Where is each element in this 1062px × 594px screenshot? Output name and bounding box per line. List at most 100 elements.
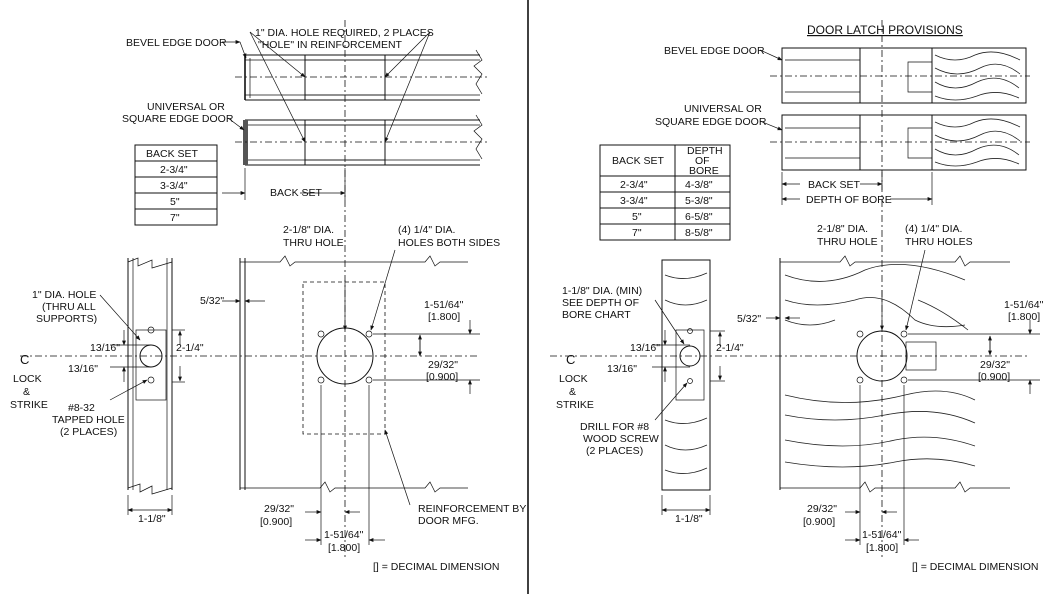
- label-universal-2: SQUARE EDGE DOOR: [122, 113, 234, 125]
- dim-5-32: 5/32": [200, 295, 224, 307]
- label-drill-1: DRILL FOR #8: [580, 421, 649, 433]
- dim-bottom-1-51-64: 1-51/64": [324, 529, 364, 541]
- label-universal-1: UNIVERSAL OR: [147, 101, 225, 113]
- decimal-note-left: [] = DECIMAL DIMENSION: [373, 561, 500, 573]
- dim-r-2-1-4: 2-1/4": [716, 342, 744, 354]
- label-back-set: BACK SET: [270, 187, 323, 199]
- right-panel: [550, 20, 1040, 560]
- wood-edge-elevation: [661, 259, 711, 491]
- bevel-door-section: [235, 49, 490, 101]
- universal-door-section: [235, 114, 490, 166]
- label-reinforcement-2: DOOR MFG.: [418, 515, 479, 527]
- door-face-elevation: [20, 255, 480, 493]
- universal-wood-section: [770, 114, 1030, 171]
- label-one-dia-2: (THRU ALL: [42, 301, 96, 313]
- table-r-header-b2: OF: [695, 155, 710, 167]
- dim-bottom-0-900: [0.900]: [260, 516, 292, 528]
- table-r-row-3-a: 5": [632, 211, 642, 223]
- dim-r-1-800: [1.800]: [1008, 311, 1040, 323]
- centerline-symbol-r: C: [566, 352, 575, 367]
- drawing-title: DOOR LATCH PROVISIONS: [807, 23, 963, 37]
- dim-13-16-a: 13/16": [90, 342, 120, 354]
- label-reinforcement-1: REINFORCEMENT BY: [418, 503, 526, 515]
- label-drill-3: (2 PLACES): [586, 445, 643, 457]
- dim-r-0-900: [0.900]: [978, 371, 1010, 383]
- label-holes-both-2: HOLES BOTH SIDES: [398, 237, 500, 249]
- dim-1-51-64: 1-51/64": [424, 299, 464, 311]
- decimal-note-right: [] = DECIMAL DIMENSION: [912, 561, 1039, 573]
- dim-1-800: [1.800]: [428, 311, 460, 323]
- label-strike: STRIKE: [10, 399, 48, 411]
- label-one-dia-1: 1" DIA. HOLE: [32, 289, 96, 301]
- dim-r-bottom-0-900: [0.900]: [803, 516, 835, 528]
- label-thru-hole-r-1: 2-1/8" DIA.: [817, 223, 868, 235]
- label-universal-r-1: UNIVERSAL OR: [684, 103, 762, 115]
- table-header: BACK SET: [146, 148, 199, 160]
- label-bevel-edge-door-r: BEVEL EDGE DOOR: [664, 45, 765, 57]
- table-row-3: 5": [170, 196, 180, 208]
- dim-r-1-51-64: 1-51/64": [1004, 299, 1044, 311]
- label-universal-r-2: SQUARE EDGE DOOR: [655, 116, 767, 128]
- label-amp: &: [23, 386, 30, 398]
- right-annotations: DOOR LATCH PROVISIONS BEVEL EDGE DOOR UN…: [556, 23, 1044, 573]
- dim-r-13-16-b: 13/16": [607, 363, 637, 375]
- table-r-row-2-a: 3-3/4": [620, 195, 648, 207]
- label-lock-r: LOCK: [559, 373, 588, 385]
- table-row-1: 2-3/4": [160, 164, 188, 176]
- label-drill-2: WOOD SCREW: [583, 433, 659, 445]
- dim-2-1-4: 2-1/4": [176, 342, 204, 354]
- dim-r-13-16-a: 13/16": [630, 342, 660, 354]
- wood-face-elevation: [550, 255, 1030, 493]
- label-tapped-1: #8-32: [68, 402, 95, 414]
- table-row-2: 3-3/4": [160, 180, 188, 192]
- dim-bottom-1-800: [1.800]: [328, 542, 360, 554]
- table-r-row-4-a: 7": [632, 227, 642, 239]
- dim-1-1-8: 1-1/8": [138, 513, 166, 525]
- door-edge-elevation: [127, 257, 173, 495]
- label-min-2: SEE DEPTH OF: [562, 297, 639, 309]
- left-panel: [20, 20, 490, 560]
- label-tapped-2: TAPPED HOLE: [52, 414, 125, 426]
- label-min-3: BORE CHART: [562, 309, 631, 321]
- label-holes-both-1: (4) 1/4" DIA.: [398, 224, 455, 236]
- dim-0-900: [0.900]: [426, 371, 458, 383]
- table-row-4: 7": [170, 212, 180, 224]
- label-one-dia-3: SUPPORTS): [36, 313, 97, 325]
- dim-r-bottom-29-32: 29/32": [807, 503, 837, 515]
- table-r-header-a: BACK SET: [612, 155, 665, 167]
- centerline-symbol: C: [20, 352, 29, 367]
- table-r-header-b1: DEPTH: [687, 145, 723, 157]
- table-r-row-3-b: 6-5/8": [685, 211, 713, 223]
- dim-r-1-1-8: 1-1/8": [675, 513, 703, 525]
- dim-bottom-29-32: 29/32": [264, 503, 294, 515]
- label-bevel-edge-door: BEVEL EDGE DOOR: [126, 37, 227, 49]
- label-hole-required: 1" DIA. HOLE REQUIRED, 2 PLACES: [255, 27, 434, 39]
- table-r-header-b3: BORE: [689, 165, 719, 177]
- label-strike-r: STRIKE: [556, 399, 594, 411]
- label-amp-r: &: [569, 386, 576, 398]
- backset-table: [134, 144, 218, 226]
- label-hole-in-reinforcement: "HOLE" IN REINFORCEMENT: [258, 39, 403, 51]
- label-depth-of-bore: DEPTH OF BORE: [806, 194, 892, 206]
- label-thru-holes-r-1: (4) 1/4" DIA.: [905, 223, 962, 235]
- bevel-wood-section: [770, 47, 1030, 104]
- label-thru-hole-r-2: THRU HOLE: [817, 236, 878, 248]
- dim-r-bottom-1-800: [1.800]: [866, 542, 898, 554]
- dim-13-16-b: 13/16": [68, 363, 98, 375]
- label-lock: LOCK: [13, 373, 42, 385]
- table-r-row-1-b: 4-3/8": [685, 179, 713, 191]
- label-thru-hole-2: THRU HOLE: [283, 237, 344, 249]
- label-thru-holes-r-2: THRU HOLES: [905, 236, 973, 248]
- label-back-set-r: BACK SET: [808, 179, 861, 191]
- dim-r-5-32: 5/32": [737, 313, 761, 325]
- left-annotations: BEVEL EDGE DOOR 1" DIA. HOLE REQUIRED, 2…: [10, 27, 526, 573]
- label-min-1: 1-1/8" DIA. (MIN): [562, 285, 642, 297]
- dim-29-32: 29/32": [428, 359, 458, 371]
- backset-depth-table: [599, 144, 731, 241]
- dim-r-29-32: 29/32": [980, 359, 1010, 371]
- table-r-row-1-a: 2-3/4": [620, 179, 648, 191]
- table-r-row-2-b: 5-3/8": [685, 195, 713, 207]
- table-r-row-4-b: 8-5/8": [685, 227, 713, 239]
